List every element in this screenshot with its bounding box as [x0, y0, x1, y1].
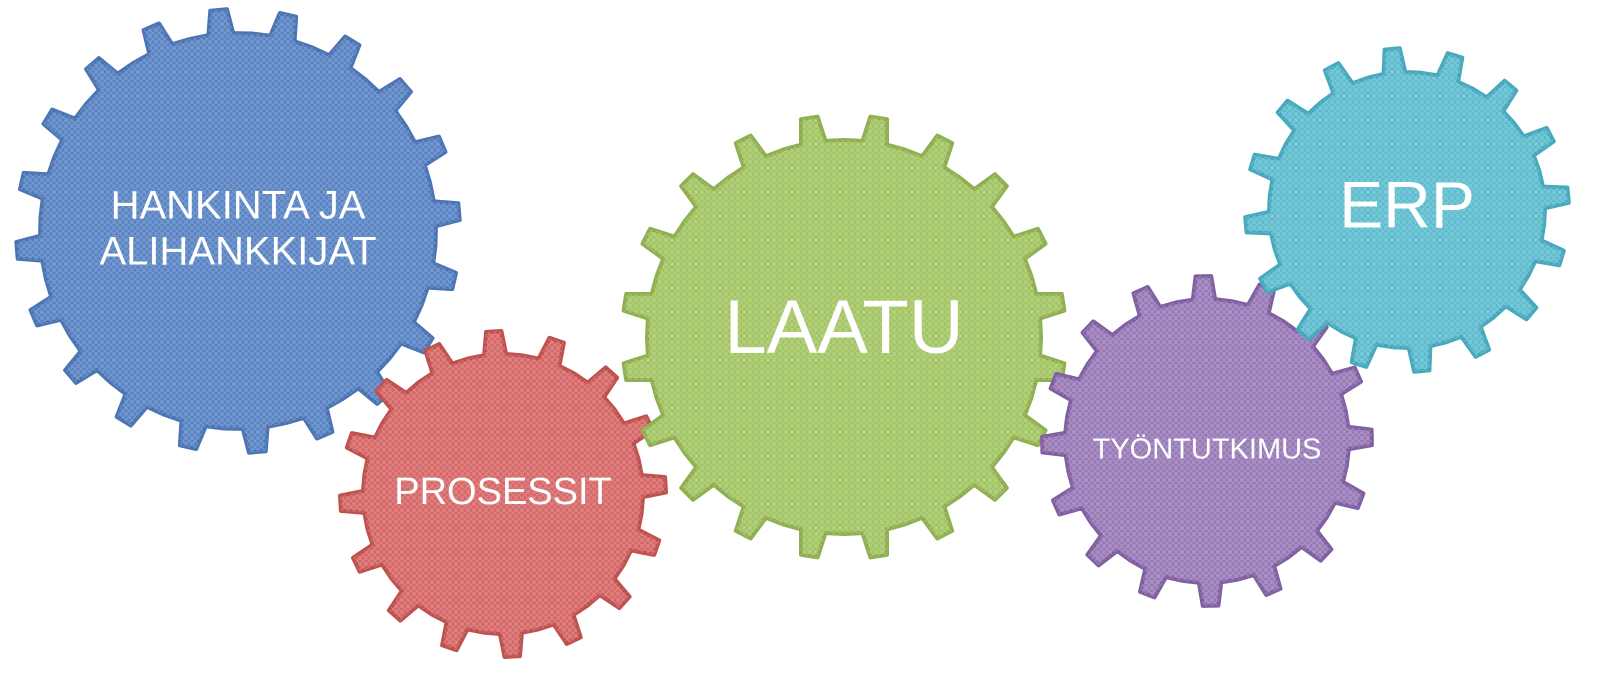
- gear-prosessit-texture: [340, 331, 666, 657]
- gear-prosessit-label-line-1: PROSESSIT: [394, 471, 612, 513]
- gear-erp-label-line-1: ERP: [1339, 167, 1475, 241]
- gear-prosessit: PROSESSIT: [338, 329, 668, 659]
- gear-tyontutkimus: TYÖNTUTKIMUS: [1040, 274, 1374, 608]
- gear-laatu: LAATU: [621, 114, 1067, 560]
- gear-hankinta-label-line-2: ALIHANKKIJAT: [99, 230, 376, 274]
- gear-laatu-label-line-1: LAATU: [724, 285, 963, 370]
- gear-tyontutkimus-texture: [1042, 276, 1372, 606]
- gear-hankinta-texture: [16, 9, 460, 453]
- gear-tyontutkimus-label-line-1: TYÖNTUTKIMUS: [1093, 434, 1322, 466]
- gear-erp-texture: [1245, 48, 1569, 372]
- gear-laatu-texture: [623, 116, 1065, 558]
- gear-hankinta-label-line-1: HANKINTA JA: [111, 184, 366, 228]
- gear-erp: ERP: [1243, 46, 1571, 374]
